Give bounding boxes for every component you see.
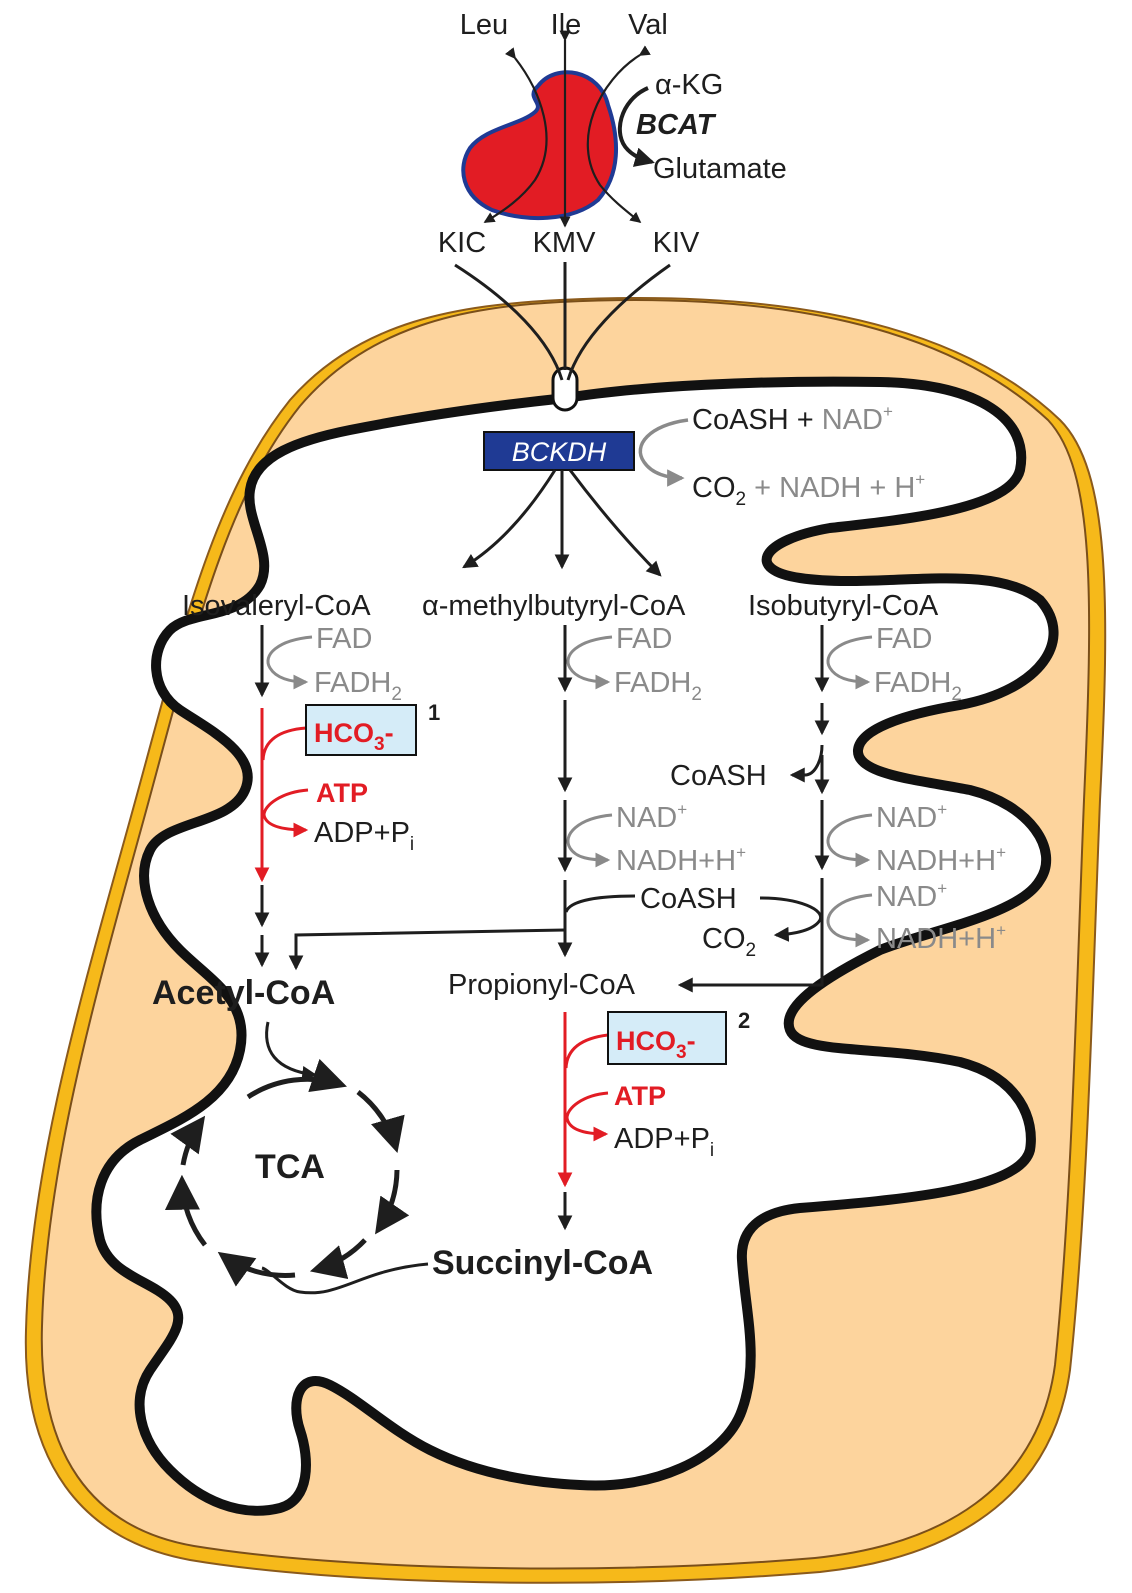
kic-import-line — [454, 263, 564, 381]
branch-to-isobutyryl — [568, 469, 662, 577]
kiv-label: KIV — [653, 227, 700, 259]
keto-acid-import — [454, 262, 671, 381]
nad-nadh-arrow-middle — [566, 813, 613, 868]
middle-to-acetyl-arrow — [288, 928, 566, 971]
coash-label-right: CoASH — [670, 760, 767, 792]
nad-nadh-arrow-right-1 — [826, 813, 873, 868]
akg-glutamate-arrow — [617, 86, 655, 167]
tca-arc-3 — [375, 1169, 410, 1235]
footnote-2: 2 — [738, 1008, 750, 1033]
valine-pathway — [677, 625, 873, 993]
tca-arc-1 — [246, 1058, 347, 1100]
propionyl-coa-label: Propionyl-CoA — [448, 969, 636, 1001]
adp-label-2: ADP+Pi — [614, 1123, 714, 1161]
nad-label-right-2: NAD+ — [876, 879, 947, 913]
bckdh-box — [483, 431, 635, 471]
glutamate-label: Glutamate — [653, 153, 787, 185]
fad-fadh2-arrow-left — [266, 635, 313, 690]
nadh-label-right-2: NADH+H+ — [876, 921, 1006, 955]
methylbutyryl-coa-label: α-methylbutyryl-CoA — [422, 590, 686, 622]
fadh2-label-right: FADH2 — [874, 667, 962, 705]
bckdh-cofactor-arrow — [638, 418, 689, 487]
hco3-bend-1 — [261, 726, 307, 761]
transporter-pore — [551, 366, 579, 412]
tca-cycle — [164, 1058, 410, 1287]
succinyl-coa-label: Succinyl-CoA — [432, 1244, 653, 1282]
atp-bend-1 — [262, 788, 309, 838]
atp-label-1: ATP — [316, 778, 368, 808]
fad-label-right: FAD — [876, 623, 932, 655]
hco3-box-1 — [305, 704, 417, 756]
coash-release-arrow — [789, 744, 824, 783]
val-label: Val — [628, 9, 668, 41]
leucine-pathway — [254, 625, 318, 1081]
hco3-label-2: HCO3- — [616, 1026, 696, 1063]
fad-label-left: FAD — [316, 623, 372, 655]
tca-arc-5 — [217, 1251, 296, 1287]
fad-fadh2-arrow-middle — [566, 635, 613, 690]
bckdh-branches — [462, 469, 662, 577]
nadh-label-right-1: NADH+H+ — [876, 843, 1006, 877]
bckdh-inputs: CoASH + NAD+ — [692, 402, 893, 436]
hco3-label-1: HCO3- — [314, 718, 394, 755]
nad-label-middle: NAD+ — [616, 800, 687, 834]
leu-label: Leu — [460, 9, 508, 41]
nad-label-right-1: NAD+ — [876, 800, 947, 834]
ile-label: Ile — [551, 9, 582, 41]
inner-membrane — [91, 376, 1059, 1516]
bcat-enzyme — [461, 70, 618, 220]
coash-label-middle: CoASH — [640, 883, 737, 915]
kic-label: KIC — [438, 227, 486, 259]
fadh2-label-middle: FADH2 — [614, 667, 702, 705]
bckdh-outputs: CO2 + NADH + H+ — [692, 470, 925, 510]
acetyl-to-tca-arrow — [265, 1021, 318, 1081]
tca-arc-4 — [309, 1238, 367, 1280]
tca-label: TCA — [255, 1148, 325, 1186]
mitochondrion — [24, 296, 1107, 1584]
isobutyryl-coa-label: Isobutyryl-CoA — [748, 590, 939, 622]
hco3-box-2 — [607, 1011, 727, 1065]
bckdh-label: BCKDH — [512, 437, 607, 467]
bcat-label: BCAT — [636, 109, 717, 141]
fadh2-label-left: FADH2 — [314, 667, 402, 705]
nadh-label-middle: NADH+H+ — [616, 843, 746, 877]
tca-arc-6 — [164, 1174, 207, 1247]
atp-bend-2 — [565, 1091, 609, 1142]
fad-fadh2-arrow-right — [826, 635, 873, 690]
tca-arc-2 — [356, 1090, 405, 1154]
val-to-kiv-arrow — [586, 45, 651, 224]
kiv-import-line — [566, 263, 671, 381]
isoleucine-pathway — [261, 625, 636, 1295]
hco3-bend-2 — [564, 1033, 609, 1069]
alpha-kg-label: α-KG — [655, 69, 723, 101]
footnote-1: 1 — [428, 700, 440, 725]
right-to-propionyl-arrow — [677, 878, 824, 993]
co2-label: CO2 — [702, 923, 756, 961]
acetyl-coa-label: Acetyl-CoA — [152, 974, 335, 1012]
co2-release-arrow — [759, 896, 823, 942]
nad-nadh-arrow-right-2 — [826, 893, 873, 948]
atp-label-2: ATP — [614, 1081, 666, 1111]
isovaleryl-coa-label: Isovaleryl-CoA — [182, 590, 371, 622]
coash-in-middle — [564, 894, 636, 913]
leu-to-kic-arrow — [483, 47, 548, 223]
kmv-label: KMV — [533, 227, 597, 259]
transamination-arrows — [483, 30, 651, 228]
adp-label-1: ADP+Pi — [314, 817, 414, 855]
tca-arc-7 — [170, 1115, 206, 1166]
branch-to-isovaleryl — [462, 469, 557, 569]
fad-label-middle: FAD — [616, 623, 672, 655]
